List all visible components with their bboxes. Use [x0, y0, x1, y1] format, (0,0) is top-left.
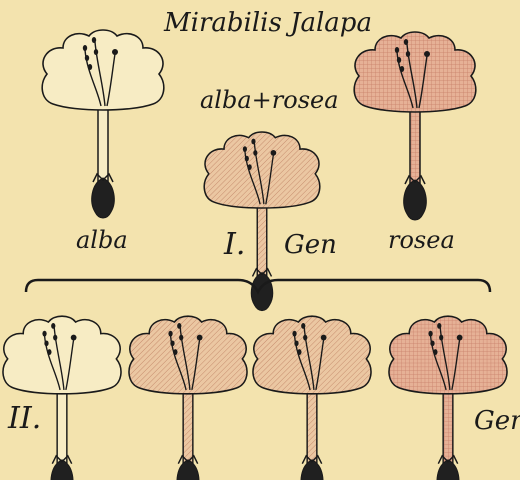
flower-tube	[257, 204, 267, 278]
flower-tube	[57, 390, 67, 466]
flower-tube	[183, 390, 193, 466]
offspring-flower-4	[389, 316, 507, 480]
flower-petals	[389, 316, 507, 394]
generation-one-gen-label: Gen	[284, 232, 337, 258]
flower-calyx	[437, 460, 459, 480]
flower-petals	[253, 316, 371, 394]
flower-tube	[443, 390, 453, 466]
f1-hybrid-label: alba+rosea	[200, 88, 339, 112]
flower-tube	[98, 106, 108, 184]
flower-petals	[129, 316, 247, 394]
flower-tube	[307, 390, 317, 466]
flower-calyx	[177, 460, 199, 480]
parent-rosea-label: rosea	[388, 228, 455, 252]
parent-white-flower	[42, 30, 164, 218]
flower-petals	[42, 30, 164, 110]
offspring-flower-1	[3, 316, 121, 480]
flower-petals	[204, 132, 320, 208]
parent-rose-flower	[354, 32, 476, 220]
offspring-flower-2	[129, 316, 247, 480]
parent-alba-label: alba	[76, 228, 128, 252]
flower-petals	[3, 316, 121, 394]
flower-calyx	[301, 460, 323, 480]
flower-calyx	[51, 460, 73, 480]
hybrid-flower	[204, 132, 320, 311]
offspring-flower-3	[253, 316, 371, 480]
diagram-title: Mirabilis Jalapa	[164, 10, 372, 36]
generation-two-label: II.	[8, 404, 41, 434]
generation-two-gen-label: Gen.	[474, 408, 520, 434]
generation-one-label: I.	[224, 230, 245, 260]
flower-petals	[354, 32, 476, 112]
flower-calyx	[251, 273, 272, 311]
flower-calyx	[92, 178, 115, 218]
flower-tube	[410, 108, 420, 186]
flower-calyx	[404, 180, 427, 220]
